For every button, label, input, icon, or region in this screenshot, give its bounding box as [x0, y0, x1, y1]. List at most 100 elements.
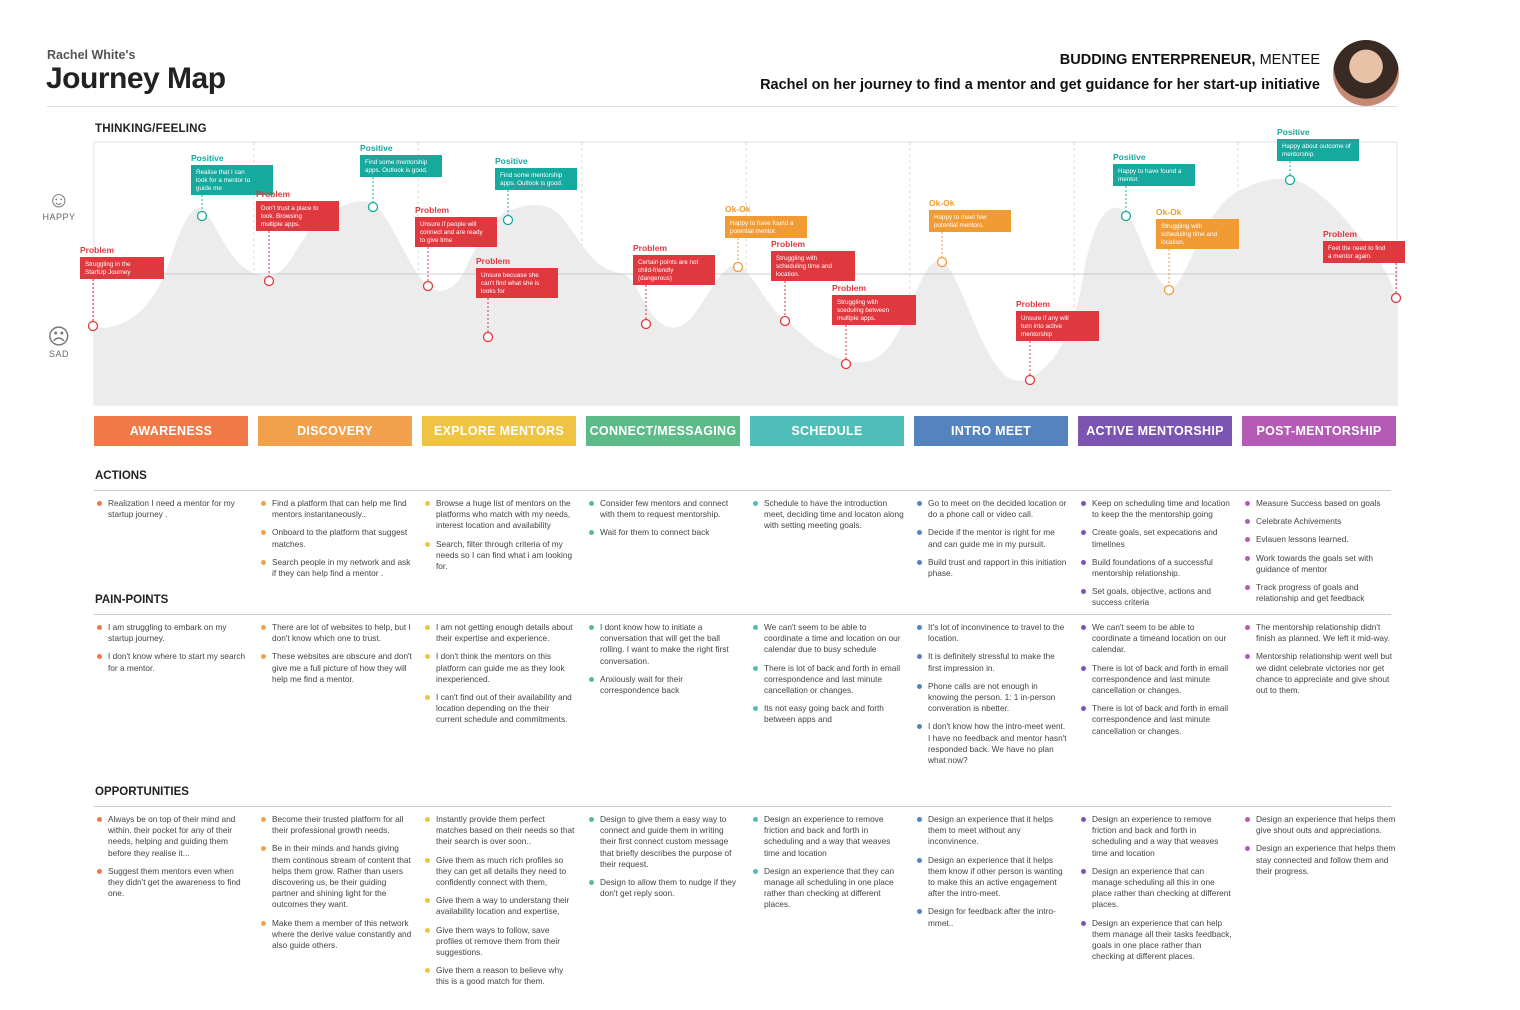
list-item: Give them as much rich profiles so they … — [424, 855, 576, 889]
row-divider — [94, 614, 1391, 615]
row-column: I am not getting enough details about th… — [424, 622, 576, 733]
emotion-note-text: apps. Outlook is good. — [500, 180, 563, 187]
emotion-note-text: Unsure if people will — [420, 221, 476, 228]
row-column: Design to give them a easy way to connec… — [588, 814, 740, 906]
emotion-note-text: connect and are ready — [420, 229, 484, 236]
emotion-note-text: to give time — [420, 237, 453, 244]
row-column: Find a platform that can help me find me… — [260, 498, 412, 586]
emotion-note-box — [1113, 164, 1195, 186]
sad-indicator: ☹ SAD — [42, 325, 76, 360]
emotion-marker — [367, 201, 379, 213]
emotion-marker — [1284, 174, 1296, 186]
list-item: Anxiously wait for their correspondence … — [588, 674, 740, 696]
emotion-marker — [87, 320, 99, 332]
emotion-type-label: Ok-Ok — [929, 198, 955, 208]
list-item: Be in their minds and hands giving them … — [260, 843, 412, 910]
list-item: Design an experience that they can manag… — [752, 866, 904, 911]
emotion-note-text: Feel the need to find — [1328, 245, 1386, 252]
happy-label: HAPPY — [42, 212, 76, 222]
list-item: Go to meet on the decided location or do… — [916, 498, 1068, 520]
row-title-actions: ACTIONS — [95, 470, 147, 482]
emotion-curve — [94, 178, 1397, 405]
avatar — [1333, 40, 1399, 106]
emotion-note-text: Realise that I can — [196, 169, 245, 176]
emotion-note-text: potential mentor. — [730, 228, 777, 235]
row-column: Schedule to have the introduction meet, … — [752, 498, 904, 539]
emotion-note-text: Struggling with — [837, 299, 879, 306]
phase-discovery: DISCOVERY — [258, 416, 412, 446]
emotion-marker — [840, 358, 852, 370]
emotion-note-text: looks for — [481, 288, 505, 295]
emotion-note-text: look. Browsing — [261, 213, 302, 220]
list-item: I don't think the mentors on this platfo… — [424, 651, 576, 685]
list-item: Design an experience to remove friction … — [1080, 814, 1232, 859]
row-column: Design an experience that it helps them … — [916, 814, 1068, 936]
list-item: Suggest them mentors even when they didn… — [96, 866, 248, 900]
emotion-note-box — [476, 268, 558, 298]
list-item: The mentorship relationship didn't finis… — [1244, 622, 1396, 644]
emotion-type-label: Problem — [832, 283, 866, 293]
emotion-note-text: (dangerous) — [638, 275, 672, 282]
list-item: Become their trusted platform for all th… — [260, 814, 412, 836]
list-item: Wait for them to connect back — [588, 527, 740, 538]
row-column: Go to meet on the decided location or do… — [916, 498, 1068, 586]
emotion-marker — [1163, 284, 1175, 296]
sad-label: SAD — [48, 349, 69, 359]
thinking-feeling-label: THINKING/FEELING — [95, 123, 207, 135]
emotion-note-text: Happy to have found a — [1118, 168, 1182, 175]
page-title: Journey Map — [46, 62, 226, 95]
list-item: Make them a member of this network where… — [260, 918, 412, 952]
smile-face-icon: ☺ — [47, 187, 71, 212]
emotion-marker — [482, 331, 494, 343]
emotion-note-text: Happy about outcome of — [1282, 143, 1351, 150]
emotion-note-text: Unsure becuase she — [481, 272, 539, 279]
emotion-type-label: Positive — [191, 153, 224, 163]
emotion-note-text: a mentor again. — [1328, 253, 1372, 260]
row-column: Design an experience to remove friction … — [1080, 814, 1232, 969]
emotion-note-text: location. — [776, 271, 800, 278]
list-item: I don't know where to start my search fo… — [96, 651, 248, 673]
emotion-note-box — [771, 251, 855, 281]
row-column: Design an experience that helps them giv… — [1244, 814, 1396, 884]
emotion-note-text: StartUp Journey — [85, 269, 131, 276]
list-item: Consider few mentors and connect with th… — [588, 498, 740, 520]
phase-active-mentorship: ACTIVE MENTORSHIP — [1078, 416, 1232, 446]
emotion-note-box — [929, 210, 1011, 232]
emotion-note-text: Don't trust a place to — [261, 205, 319, 212]
emotion-note-text: apps. Outlook is good. — [365, 167, 428, 174]
list-item: I am struggling to embark on my startup … — [96, 622, 248, 644]
phase-awareness: AWARENESS — [94, 416, 248, 446]
row-column: I am struggling to embark on my startup … — [96, 622, 248, 681]
emotion-note-box — [832, 295, 916, 325]
list-item: Keep on scheduling time and location to … — [1080, 498, 1232, 520]
list-item: Measure Success based on goals — [1244, 498, 1396, 509]
emotion-note-box — [1156, 219, 1239, 249]
list-item: Design for feedback after the intro-mmet… — [916, 906, 1068, 928]
list-item: We can't seem to be able to coordinate a… — [1080, 622, 1232, 656]
emotion-marker — [732, 261, 744, 273]
row-column: I dont know how to initiate a conversati… — [588, 622, 740, 703]
row-column: Consider few mentors and connect with th… — [588, 498, 740, 546]
emotion-note-text: Unsure if any will — [1021, 315, 1069, 322]
emotion-marker — [779, 315, 791, 327]
emotion-note-text: Struggling in the — [85, 261, 131, 268]
emotion-note-text: location. — [1161, 239, 1185, 246]
emotion-note-text: potential mentors. — [934, 222, 984, 229]
phase-connect-messaging: CONNECT/MESSAGING — [586, 416, 740, 446]
row-divider — [94, 806, 1391, 807]
list-item: We can't seem to be able to coordinate a… — [752, 622, 904, 656]
emotion-note-text: Happy to meet few — [934, 214, 987, 221]
emotion-note-text: multiple apps. — [837, 315, 876, 322]
row-column: Always be on top of their mind and withi… — [96, 814, 248, 906]
list-item: Design an experience that it helps them … — [916, 814, 1068, 848]
phase-intro-meet: INTRO MEET — [914, 416, 1068, 446]
list-item: Design an experience that helps them giv… — [1244, 814, 1396, 836]
row-column: We can't seem to be able to coordinate a… — [752, 622, 904, 733]
